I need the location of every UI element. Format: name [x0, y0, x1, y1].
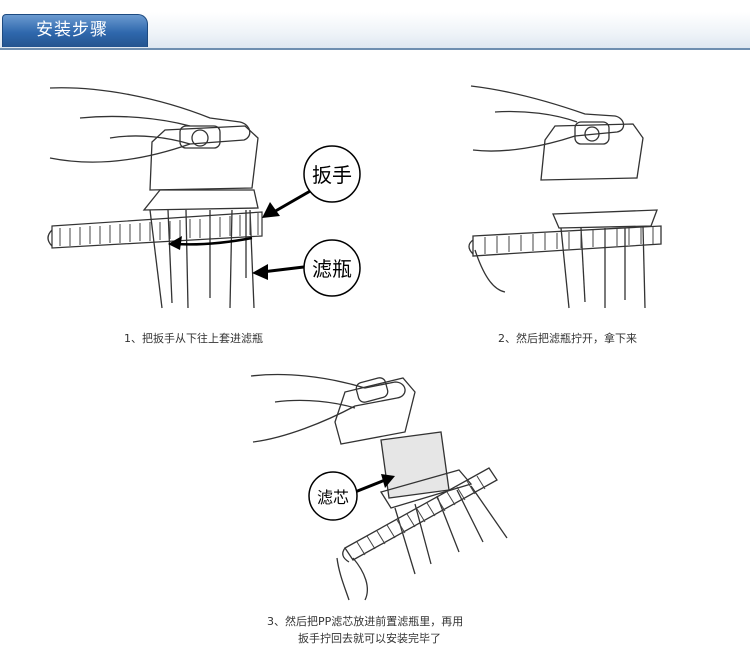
step2-caption: 2、然后把滤瓶拧开，拿下来: [498, 332, 637, 345]
step1-illustration: 扳手 滤瓶: [47, 87, 361, 309]
callout-circle-wrench: [303, 145, 361, 203]
section-header-tab: [2, 14, 148, 47]
callout-label-wrench: 扳手: [312, 163, 352, 187]
callout-circle-filter: [308, 471, 358, 521]
callout-label-bottle: 滤瓶: [312, 257, 352, 281]
step3-illustration: 滤芯: [250, 373, 508, 601]
section-title: 安装步骤: [36, 20, 108, 40]
step3-caption-line1: 3、然后把PP滤芯放进前置滤瓶里，再用: [267, 615, 464, 628]
step2-illustration: [468, 85, 662, 309]
step3-caption-line2: 扳手拧回去就可以安装完毕了: [298, 632, 441, 645]
callout-label-filter: 滤芯: [317, 488, 349, 507]
callout-circle-bottle: [303, 239, 361, 297]
step1-caption: 1、把扳手从下往上套进滤瓶: [124, 332, 263, 345]
